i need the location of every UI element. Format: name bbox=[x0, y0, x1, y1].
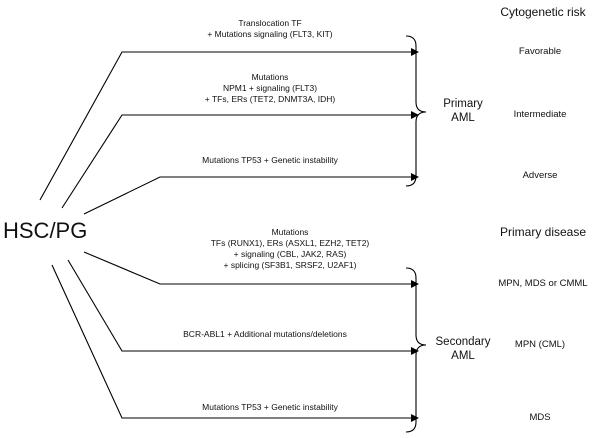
arrow-mpn-mds-cmml bbox=[83, 251, 419, 288]
brace-secondary bbox=[405, 267, 427, 433]
arrow-mpn-cml bbox=[67, 259, 419, 355]
header-primary-disease: Primary disease bbox=[499, 225, 587, 239]
origin-label: HSC/PG bbox=[3, 218, 88, 243]
arrow-favorable bbox=[39, 48, 419, 201]
path-label-mpn-cml: BCR-ABL1 + Additional mutations/deletion… bbox=[183, 329, 347, 339]
outcome-adverse: Adverse bbox=[522, 170, 558, 181]
path-label-adverse: Mutations TP53 + Genetic instability bbox=[202, 155, 338, 165]
group-primary-aml: Primary AML bbox=[443, 98, 483, 124]
path-label-mpn-mds-cmml: Mutations TFs (RUNX1), ERs (ASXL1, EZH2,… bbox=[210, 227, 370, 270]
outcome-intermediate: Intermediate bbox=[513, 109, 567, 120]
outcome-mpn-mds-cmml: MPN, MDS or CMML bbox=[498, 278, 588, 289]
header-cytogenetic-risk: Cytogenetic risk bbox=[500, 5, 586, 19]
group-secondary-aml: Secondary AML bbox=[435, 336, 491, 362]
outcome-mds: MDS bbox=[529, 412, 551, 423]
path-label-intermediate: Mutations NPM1 + signaling (FLT3) + TFs,… bbox=[204, 72, 336, 104]
path-label-mds: Mutations TP53 + Genetic instability bbox=[202, 402, 338, 412]
brace-primary bbox=[405, 35, 427, 187]
path-label-favorable: Translocation TF + Mutations signaling (… bbox=[207, 18, 333, 39]
arrow-adverse bbox=[83, 173, 419, 215]
outcome-favorable: Favorable bbox=[518, 46, 562, 57]
arrow-intermediate bbox=[61, 111, 419, 209]
outcome-mpn-cml: MPN (CML) bbox=[514, 339, 566, 350]
arrow-mds bbox=[51, 264, 419, 422]
